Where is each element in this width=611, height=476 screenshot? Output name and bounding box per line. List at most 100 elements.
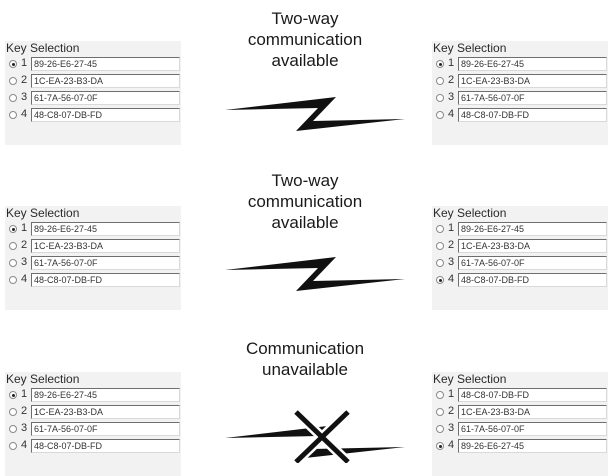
key-row-2: 2 1C-EA-23-B3-DA xyxy=(436,74,608,89)
key-field[interactable]: 1C-EA-23-B3-DA xyxy=(458,74,607,88)
key-selection-panel-right: Key Selection 1 89-26-E6-27-45 2 1C-EA-2… xyxy=(432,41,608,145)
key-number: 3 xyxy=(448,422,455,434)
radio-key-2[interactable] xyxy=(436,408,444,416)
key-field[interactable]: 48-C8-07-DB-FD xyxy=(458,388,607,402)
key-field[interactable]: 1C-EA-23-B3-DA xyxy=(458,239,607,253)
panel-title: Key Selection xyxy=(433,206,507,220)
key-row-3: 3 61-7A-56-07-0F xyxy=(9,256,181,271)
key-field[interactable]: 1C-EA-23-B3-DA xyxy=(31,239,180,253)
status-line: unavailable xyxy=(261,360,348,379)
key-number: 1 xyxy=(448,222,455,234)
lightning-bolt-icon xyxy=(225,97,405,131)
key-field[interactable]: 1C-EA-23-B3-DA xyxy=(31,74,180,88)
status-line: available xyxy=(271,51,339,70)
key-row-4: 4 89-26-E6-27-45 xyxy=(436,439,608,454)
key-field[interactable]: 61-7A-56-07-0F xyxy=(31,256,180,270)
key-number: 4 xyxy=(448,273,455,285)
key-field[interactable]: 48-C8-07-DB-FD xyxy=(31,439,180,453)
key-field[interactable]: 89-26-E6-27-45 xyxy=(458,439,607,453)
key-field[interactable]: 48-C8-07-DB-FD xyxy=(31,108,180,122)
key-selection-panel-left: Key Selection 1 89-26-E6-27-45 2 1C-EA-2… xyxy=(5,206,181,310)
radio-key-2[interactable] xyxy=(9,77,17,85)
key-field[interactable]: 1C-EA-23-B3-DA xyxy=(458,405,607,419)
key-number: 3 xyxy=(21,256,28,268)
key-field[interactable]: 89-26-E6-27-45 xyxy=(31,388,180,402)
radio-key-1[interactable] xyxy=(9,391,17,399)
radio-key-4[interactable] xyxy=(9,111,17,119)
radio-key-4[interactable] xyxy=(436,442,444,450)
status-label: Two-way communication available xyxy=(205,8,405,71)
status-label: Communication unavailable xyxy=(205,338,405,380)
panel-title: Key Selection xyxy=(6,41,80,55)
radio-key-3[interactable] xyxy=(9,259,17,267)
key-row-1: 1 89-26-E6-27-45 xyxy=(9,388,181,403)
key-row-1: 1 89-26-E6-27-45 xyxy=(9,57,181,72)
key-number: 4 xyxy=(21,108,28,120)
key-row-3: 3 61-7A-56-07-0F xyxy=(436,256,608,271)
key-field[interactable]: 61-7A-56-07-0F xyxy=(31,422,180,436)
key-row-1: 1 89-26-E6-27-45 xyxy=(436,57,608,72)
key-field[interactable]: 89-26-E6-27-45 xyxy=(458,222,607,236)
blocked-link-graphic xyxy=(225,410,405,463)
radio-key-1[interactable] xyxy=(9,60,17,68)
key-row-4: 4 48-C8-07-DB-FD xyxy=(9,439,181,454)
status-line: Communication xyxy=(245,339,365,358)
radio-key-4[interactable] xyxy=(9,442,17,450)
key-row-4: 4 48-C8-07-DB-FD xyxy=(436,108,608,123)
key-row-3: 3 61-7A-56-07-0F xyxy=(9,422,181,437)
key-number: 4 xyxy=(21,439,28,451)
radio-key-3[interactable] xyxy=(436,259,444,267)
key-row-3: 3 61-7A-56-07-0F xyxy=(9,91,181,106)
key-number: 1 xyxy=(21,57,28,69)
key-field[interactable]: 89-26-E6-27-45 xyxy=(458,57,607,71)
key-row-4: 4 48-C8-07-DB-FD xyxy=(9,273,181,288)
key-row-3: 3 61-7A-56-07-0F xyxy=(436,91,608,106)
radio-key-3[interactable] xyxy=(9,94,17,102)
key-row-1: 1 48-C8-07-DB-FD xyxy=(436,388,608,403)
key-field[interactable]: 61-7A-56-07-0F xyxy=(458,256,607,270)
key-field[interactable]: 48-C8-07-DB-FD xyxy=(31,273,180,287)
status-label: Two-way communication available xyxy=(205,170,405,233)
key-row-2: 2 1C-EA-23-B3-DA xyxy=(436,239,608,254)
key-field[interactable]: 89-26-E6-27-45 xyxy=(31,57,180,71)
radio-key-4[interactable] xyxy=(436,276,444,284)
radio-key-1[interactable] xyxy=(436,391,444,399)
panel-title: Key Selection xyxy=(6,372,80,386)
radio-key-1[interactable] xyxy=(436,60,444,68)
key-row-2: 2 1C-EA-23-B3-DA xyxy=(9,405,181,420)
status-line: Two-way xyxy=(271,171,339,190)
radio-key-1[interactable] xyxy=(436,225,444,233)
panel-title: Key Selection xyxy=(433,41,507,55)
radio-key-4[interactable] xyxy=(9,276,17,284)
key-selection-panel-right: Key Selection 1 48-C8-07-DB-FD 2 1C-EA-2… xyxy=(432,372,608,476)
status-line: communication xyxy=(247,192,363,211)
key-field[interactable]: 1C-EA-23-B3-DA xyxy=(31,405,180,419)
status-line: available xyxy=(271,213,339,232)
key-row-2: 2 1C-EA-23-B3-DA xyxy=(436,405,608,420)
radio-key-2[interactable] xyxy=(9,242,17,250)
key-number: 2 xyxy=(21,74,28,86)
radio-key-4[interactable] xyxy=(436,111,444,119)
key-row-1: 1 89-26-E6-27-45 xyxy=(9,222,181,237)
panel-title: Key Selection xyxy=(6,206,80,220)
key-field[interactable]: 61-7A-56-07-0F xyxy=(458,422,607,436)
radio-key-2[interactable] xyxy=(436,77,444,85)
key-row-4: 4 48-C8-07-DB-FD xyxy=(9,108,181,123)
key-number: 2 xyxy=(21,405,28,417)
key-row-1: 1 89-26-E6-27-45 xyxy=(436,222,608,237)
radio-key-3[interactable] xyxy=(9,425,17,433)
key-field[interactable]: 48-C8-07-DB-FD xyxy=(458,273,607,287)
radio-key-2[interactable] xyxy=(436,242,444,250)
radio-key-3[interactable] xyxy=(436,425,444,433)
key-field[interactable]: 61-7A-56-07-0F xyxy=(458,91,607,105)
key-number: 1 xyxy=(448,388,455,400)
radio-key-2[interactable] xyxy=(9,408,17,416)
key-field[interactable]: 89-26-E6-27-45 xyxy=(31,222,180,236)
radio-key-1[interactable] xyxy=(9,225,17,233)
key-number: 2 xyxy=(448,239,455,251)
radio-key-3[interactable] xyxy=(436,94,444,102)
key-number: 2 xyxy=(21,239,28,251)
key-field[interactable]: 61-7A-56-07-0F xyxy=(31,91,180,105)
key-number: 2 xyxy=(448,74,455,86)
key-field[interactable]: 48-C8-07-DB-FD xyxy=(458,108,607,122)
